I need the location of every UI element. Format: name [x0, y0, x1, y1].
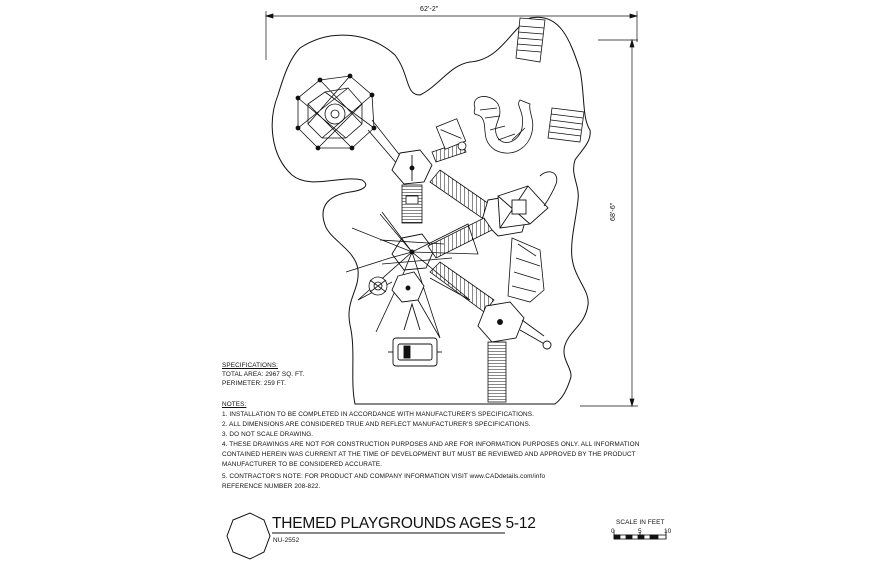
- spiral-slide: [473, 96, 534, 154]
- scale-tick-5: 5: [638, 528, 642, 535]
- height-dimension-label: 68'-6": [610, 202, 617, 221]
- bridge-diagonal-1: [429, 169, 493, 219]
- scale-tick-0: 0: [611, 528, 615, 535]
- bridge-diagonal-2: [427, 217, 493, 259]
- walkway-right: [507, 237, 545, 303]
- climbing-net-dome: [295, 73, 403, 166]
- title-octagon-icon: [226, 512, 271, 560]
- scale-label: SCALE IN FEET: [616, 519, 665, 526]
- drawing-code: NU-2552: [273, 537, 300, 544]
- drawing-title: THEMED PLAYGROUNDS AGES 5-12: [272, 515, 536, 532]
- shade-sail: [345, 211, 479, 339]
- deck-small: [391, 271, 425, 303]
- note-5: 5. CONTRACTOR'S NOTE: FOR PRODUCT AND CO…: [222, 473, 546, 480]
- note-4-cont-1: CONTAINED HEREIN WAS CURRENT AT THE TIME…: [222, 451, 636, 458]
- note-1: 1. INSTALLATION TO BE COMPLETED IN ACCOR…: [222, 411, 534, 418]
- spinner: [368, 276, 388, 296]
- ladder-vertical-upper: [401, 184, 423, 224]
- note-4: 4. THESE DRAWINGS ARE NOT FOR CONSTRUCTI…: [222, 441, 640, 448]
- stair-ramp-top: [515, 17, 546, 63]
- height-dimension: [580, 38, 638, 408]
- note-4-cont-2: MANUFACTURER TO BE CONSIDERED ACCURATE.: [222, 461, 383, 468]
- notes-heading: NOTES:: [222, 401, 247, 408]
- bridge-diagonal-3: [429, 261, 495, 313]
- scale-bar: [613, 530, 667, 540]
- bridge-upper: [431, 118, 467, 163]
- width-dimension: [264, 11, 639, 60]
- total-area: TOTAL AREA: 2967 SQ. FT.: [222, 371, 305, 378]
- stair-ramp-right: [547, 107, 585, 143]
- ladder-lower: [487, 341, 507, 403]
- perimeter: PERIMETER: 259 FT.: [222, 380, 286, 387]
- deck-top: [391, 149, 433, 185]
- note-5-cont: REFERENCE NUMBER 208-822.: [222, 483, 321, 490]
- scale-tick-10: 10: [664, 528, 672, 535]
- note-2: 2. ALL DIMENSIONS ARE CONSIDERED TRUE AN…: [222, 421, 531, 428]
- activity-panel: [388, 302, 442, 367]
- note-3: 3. DO NOT SCALE DRAWING.: [222, 431, 314, 438]
- play-area-boundary: [271, 16, 591, 405]
- width-dimension-label: 62'-2": [420, 6, 439, 13]
- deck-lower: [477, 301, 552, 350]
- deck-right: [481, 171, 558, 237]
- specifications-heading: SPECIFICATIONS:: [222, 362, 279, 369]
